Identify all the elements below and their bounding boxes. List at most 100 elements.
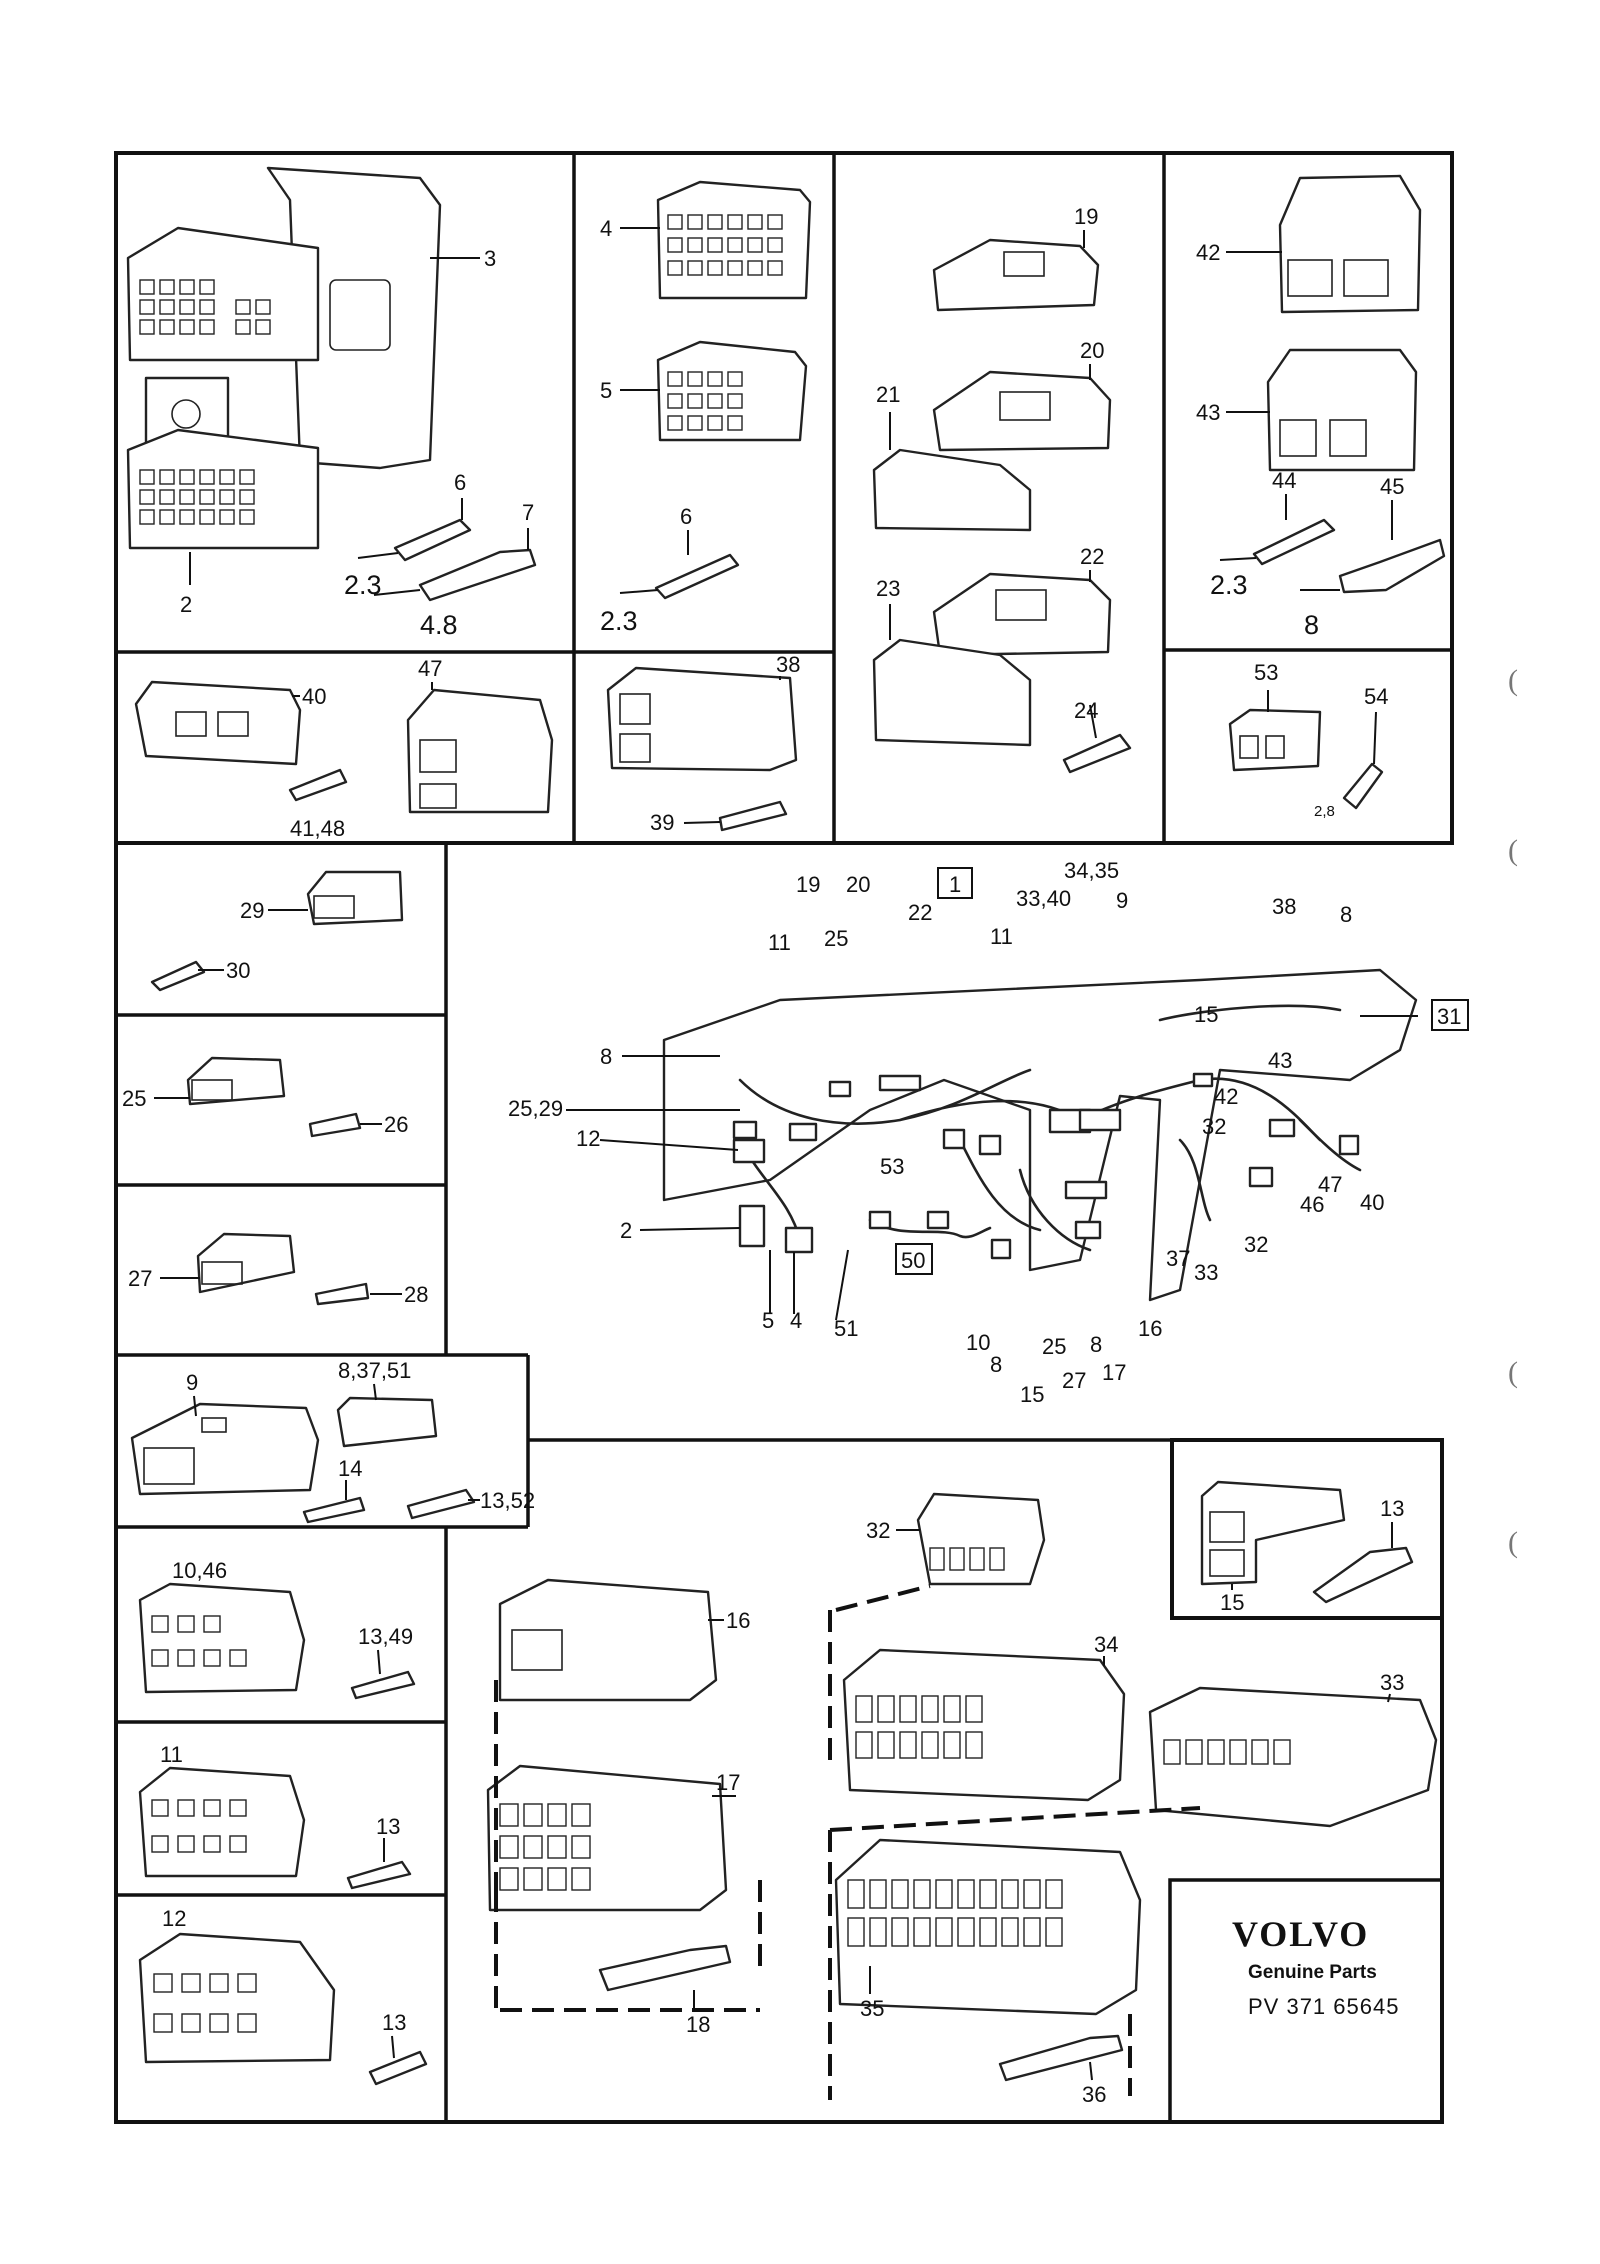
callout-32: 32 [866, 1518, 890, 1543]
terminal-7 [418, 548, 537, 602]
loom-50 [868, 1218, 992, 1239]
connector-43 [1266, 348, 1418, 472]
harness-callout-25-29: 25,29 [508, 1096, 563, 1121]
callout-13-d: 13 [1380, 1496, 1404, 1521]
volvo-logo-block: VOLVO Genuine Parts PV 371 65645 [1232, 1914, 1399, 2019]
genuine-parts-subtitle: Genuine Parts [1248, 1962, 1377, 1983]
callout-45: 45 [1380, 474, 1404, 499]
harness-callout-32b: 32 [1244, 1232, 1268, 1257]
callout-54: 54 [1364, 684, 1388, 709]
connector-23 [872, 638, 1032, 747]
terminal-24 [1062, 733, 1132, 774]
panel-connector-15: 15 13 [1200, 1480, 1414, 1615]
part-reference-number: PV 371 65645 [1248, 1994, 1399, 2019]
callout-6: 6 [454, 470, 466, 495]
panel-big-connector: 3 2 6 7 2.3 4.8 [126, 166, 537, 640]
callout-2: 2 [180, 592, 192, 617]
callout-39: 39 [650, 810, 674, 835]
connector-10-46 [138, 1582, 306, 1694]
callout-9: 9 [186, 1370, 198, 1395]
harness-callout-40: 40 [1360, 1190, 1384, 1215]
callout-28: 28 [404, 1282, 428, 1307]
connector-11 [138, 1766, 306, 1878]
harness-callout-16: 16 [1138, 1316, 1162, 1341]
callout-13-49: 13,49 [358, 1624, 413, 1649]
panel-frames [114, 151, 1454, 2124]
callout-34: 34 [1094, 1632, 1118, 1657]
connector-8-37-51 [336, 1396, 438, 1448]
terminal-6 [393, 518, 472, 562]
pin-grid-upper [139, 279, 271, 335]
callout-41-48: 41,48 [290, 816, 345, 841]
connector-15 [1200, 1480, 1346, 1586]
connector-47 [406, 688, 554, 814]
margin-marks: ( ( ( ( [1508, 664, 1518, 1559]
terminal-45 [1338, 538, 1446, 594]
margin-mark-3: ( [1508, 1356, 1518, 1389]
terminal-13-d [1312, 1546, 1414, 1604]
harness-callout-10: 10 [966, 1330, 990, 1355]
dashboard-outline [662, 968, 1418, 1302]
callout-5: 5 [600, 378, 612, 403]
connector-33 [1148, 1686, 1438, 1828]
margin-mark-1: ( [1508, 664, 1518, 697]
harness-callout-1-box [937, 867, 973, 899]
panel-connectors-4-5: 4 5 6 2.3 [600, 180, 812, 636]
terminal-28 [314, 1282, 370, 1306]
terminal-36 [998, 2034, 1124, 2082]
harness-callout-4: 4 [790, 1308, 802, 1333]
connector-53 [1228, 708, 1322, 772]
connector-38 [606, 666, 798, 772]
terminal-26 [308, 1112, 362, 1138]
panel-connector-29: 29 30 [150, 870, 404, 992]
harness-callout-31-box [1431, 999, 1469, 1031]
harness-callout-11a: 11 [768, 930, 791, 955]
terminal-18 [598, 1944, 732, 1992]
harness-callout-8a: 8 [1340, 902, 1352, 927]
callout-16: 16 [726, 1608, 750, 1633]
size-label-4-8: 4.8 [420, 610, 458, 640]
callout-26: 26 [384, 1112, 408, 1137]
connector-12 [138, 1932, 336, 2064]
callout-22: 22 [1080, 544, 1104, 569]
terminal-13-52 [406, 1488, 476, 1520]
harness-callout-53: 53 [880, 1154, 904, 1179]
harness-callout-25: 25 [824, 926, 848, 951]
callout-10-46: 10,46 [172, 1558, 227, 1583]
harness-callout-12: 12 [576, 1126, 600, 1151]
harness-callout-22: 22 [908, 900, 932, 925]
callout-33: 33 [1380, 1670, 1404, 1695]
size-label-2-3c: 2.3 [1210, 570, 1248, 600]
harness-callout-5: 5 [762, 1308, 774, 1333]
connector-21 [872, 448, 1032, 532]
callout-13-b: 13 [376, 1814, 400, 1839]
panel-connectors-53-54: 53 54 2,8 [1228, 660, 1388, 820]
connector-27 [196, 1232, 296, 1294]
callout-27: 27 [128, 1266, 152, 1291]
connector-9 [130, 1402, 320, 1496]
harness-callout-8b: 8 [600, 1044, 612, 1069]
harness-callout-47: 47 [1318, 1172, 1342, 1197]
connector-29 [306, 870, 404, 926]
harness-callout-19: 19 [796, 872, 820, 897]
callout-23: 23 [876, 576, 900, 601]
panel-connector-10-46: 10,46 13,49 [138, 1558, 416, 1700]
callout-29: 29 [240, 898, 264, 923]
panel-connector-27: 27 28 [128, 1232, 428, 1307]
harness-callout-51: 51 [834, 1316, 858, 1341]
harness-callout-32a: 32 [1202, 1114, 1226, 1139]
terminal-54 [1342, 762, 1384, 810]
harness-callout-37: 37 [1166, 1246, 1190, 1271]
callout-7: 7 [522, 500, 534, 525]
callout-13-c: 13 [382, 2010, 406, 2035]
callout-4: 4 [600, 216, 612, 241]
callout-53: 53 [1254, 660, 1278, 685]
volvo-logo: VOLVO [1232, 1914, 1369, 1954]
harness-callout-1-text: 1 [949, 872, 961, 897]
callout-19: 19 [1074, 204, 1098, 229]
connector-25 [186, 1056, 286, 1106]
harness-callout-38: 38 [1272, 894, 1296, 919]
terminal-30 [150, 960, 206, 992]
connector-block-2-lower [126, 428, 320, 550]
harness-callout-25b: 25 [1042, 1334, 1066, 1359]
